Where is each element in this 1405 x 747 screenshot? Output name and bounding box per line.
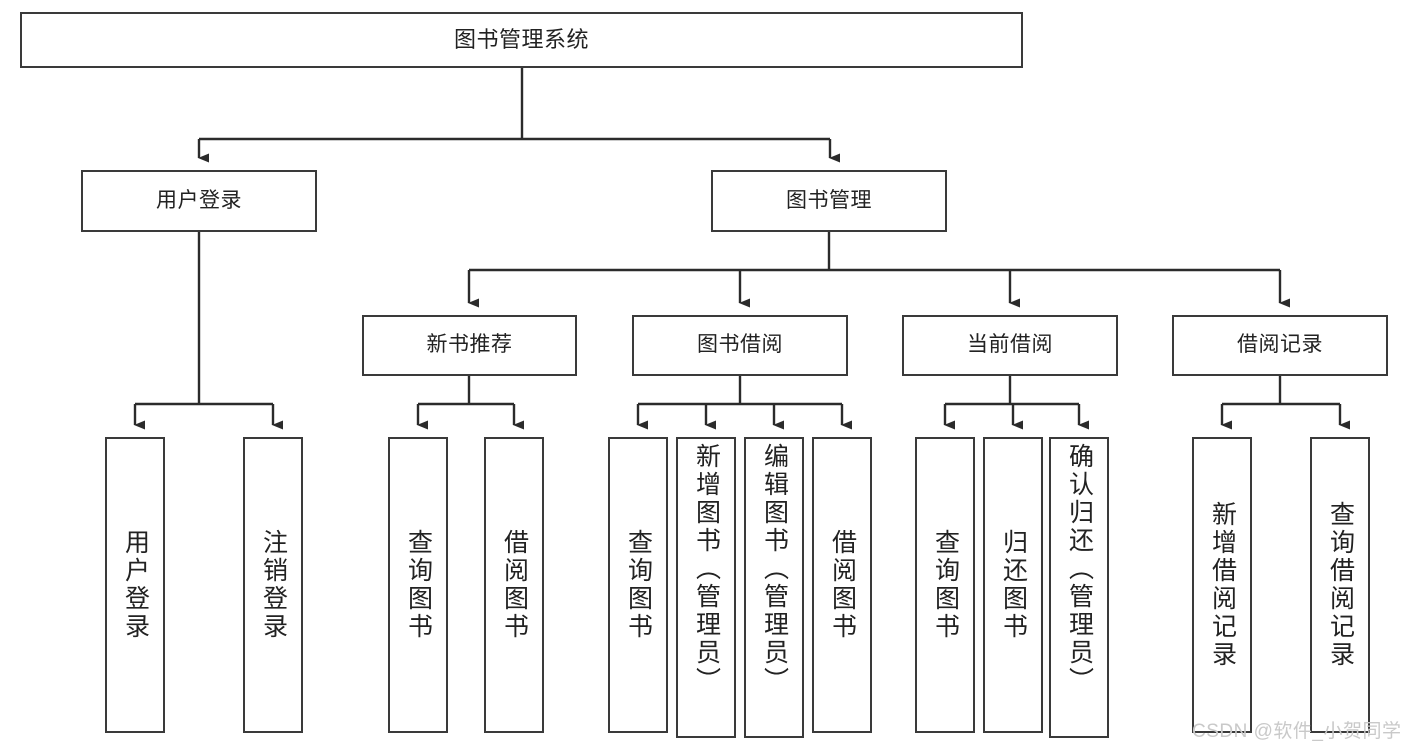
leaf-user-login-login[interactable]: 用户登录 (105, 437, 165, 733)
node-label: 新增借阅记录 (1208, 501, 1237, 669)
node-borrow-record[interactable]: 借阅记录 (1172, 315, 1388, 376)
leaf-book-borrow-add[interactable]: 新增图书（管理员） (676, 437, 736, 738)
node-label: 图书借阅 (697, 333, 783, 357)
node-label: 注销登录 (259, 529, 288, 641)
node-user-login[interactable]: 用户登录 (81, 170, 317, 232)
leaf-borrow-record-query[interactable]: 查询借阅记录 (1310, 437, 1370, 733)
node-label: 新书推荐 (426, 333, 513, 357)
node-label: 编辑图书（管理员） (760, 443, 789, 695)
leaf-current-borrow-query[interactable]: 查询图书 (915, 437, 975, 733)
node-root-system[interactable]: 图书管理系统 (20, 12, 1023, 68)
node-label: 查询借阅记录 (1326, 501, 1355, 669)
node-label: 确认归还（管理员） (1065, 443, 1094, 695)
node-current-borrow[interactable]: 当前借阅 (902, 315, 1118, 376)
leaf-book-borrow-query[interactable]: 查询图书 (608, 437, 668, 733)
leaf-book-borrow-borrow[interactable]: 借阅图书 (812, 437, 872, 733)
leaf-current-borrow-return[interactable]: 归还图书 (983, 437, 1043, 733)
node-label: 借阅图书 (828, 529, 857, 641)
leaf-new-book-query[interactable]: 查询图书 (388, 437, 448, 733)
node-label: 用户登录 (121, 529, 150, 641)
node-label: 借阅图书 (500, 529, 529, 641)
node-label: 用户登录 (156, 188, 242, 212)
node-label: 当前借阅 (967, 333, 1053, 357)
node-new-book-recommend[interactable]: 新书推荐 (362, 315, 577, 376)
leaf-current-borrow-confirm-return[interactable]: 确认归还（管理员） (1049, 437, 1109, 738)
node-book-management[interactable]: 图书管理 (711, 170, 947, 232)
node-book-borrow[interactable]: 图书借阅 (632, 315, 848, 376)
node-label: 查询图书 (931, 529, 960, 641)
node-label: 新增图书（管理员） (692, 443, 721, 695)
node-label: 图书管理 (786, 188, 872, 212)
node-label: 查询图书 (624, 529, 653, 641)
leaf-new-book-borrow[interactable]: 借阅图书 (484, 437, 544, 733)
leaf-borrow-record-add[interactable]: 新增借阅记录 (1192, 437, 1252, 733)
node-label: 归还图书 (999, 529, 1028, 641)
csdn-watermark: CSDN @软件_小贺同学 (1192, 721, 1402, 742)
node-label: 借阅记录 (1237, 333, 1323, 357)
leaf-book-borrow-edit[interactable]: 编辑图书（管理员） (744, 437, 804, 738)
node-label: 查询图书 (404, 529, 433, 641)
node-label: 图书管理系统 (453, 27, 589, 53)
leaf-user-login-logout[interactable]: 注销登录 (243, 437, 303, 733)
